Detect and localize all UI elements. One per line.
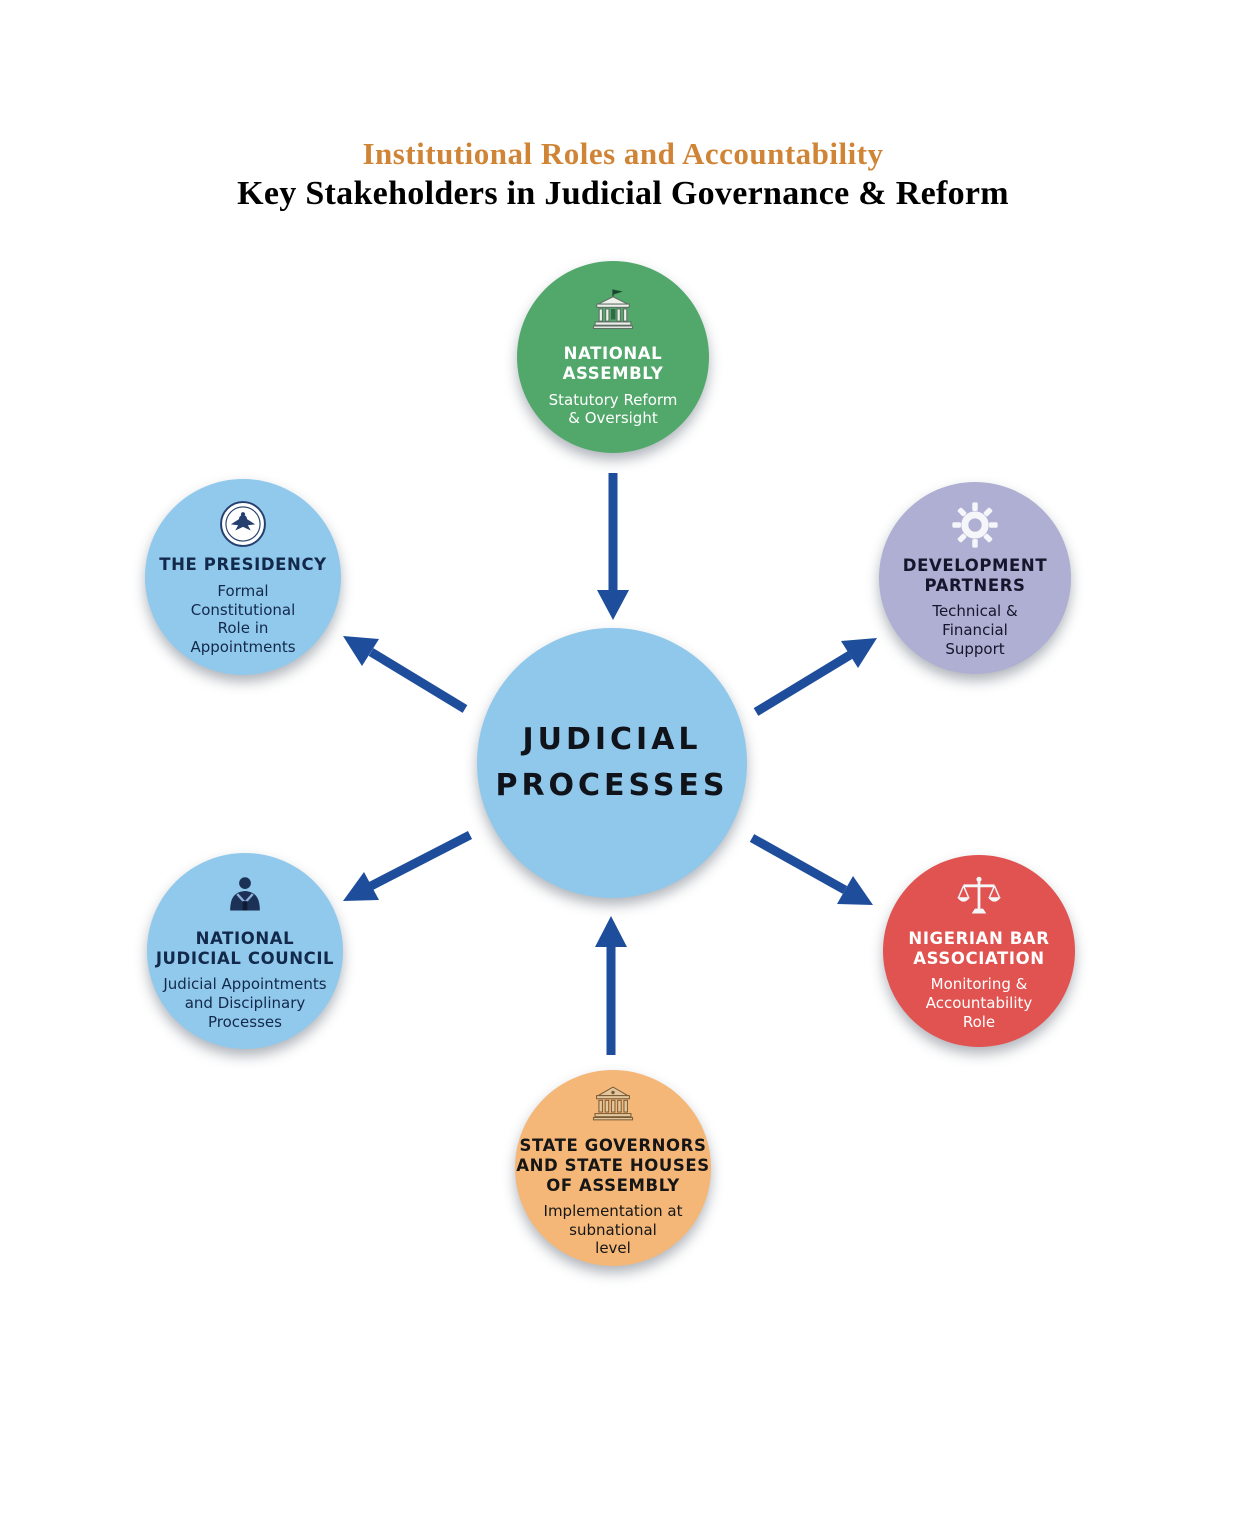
- node-role: Monitoring & Accountability Role: [925, 975, 1033, 1031]
- page-subtitle: Key Stakeholders in Judicial Governance …: [237, 175, 1009, 212]
- center-label: JUDICIAL PROCESSES: [495, 721, 729, 804]
- node-title: DEVELOPMENT PARTNERS: [902, 555, 1048, 595]
- node-the-presidency: THE PRESIDENCY Formal Constitutional Rol…: [145, 479, 341, 675]
- node-development-partners: DEVELOPMENT PARTNERS Technical & Financi…: [879, 482, 1071, 674]
- arrow-state-governors-to-center: [595, 916, 627, 1055]
- node-role: Statutory Reform & Oversight: [548, 390, 678, 428]
- node-national-assembly: NATIONAL ASSEMBLY Statutory Reform & Ove…: [517, 261, 709, 453]
- node-state-governors: STATE GOVERNORS AND STATE HOUSES OF ASSE…: [515, 1070, 711, 1266]
- title-block: Institutional Roles and Accountability K…: [0, 136, 1246, 213]
- node-title: STATE GOVERNORS AND STATE HOUSES OF ASSE…: [516, 1135, 710, 1195]
- node-role: Technical & Financial Support: [932, 602, 1018, 658]
- node-national-judicial-council: NATIONAL JUDICIAL COUNCIL Judicial Appoi…: [147, 853, 343, 1049]
- node-role: Formal Constitutional Role in Appointmen…: [190, 582, 296, 656]
- page-title: Institutional Roles and Accountability: [362, 136, 884, 171]
- node-role: Implementation at subnational level: [543, 1202, 683, 1258]
- node-judicial-processes: JUDICIAL PROCESSES: [477, 628, 747, 898]
- presidential-seal-icon: [217, 497, 269, 551]
- arrow-center-to-presidency: [343, 636, 468, 713]
- capitol-building-icon: [588, 1078, 638, 1132]
- parliament-building-icon: [587, 286, 639, 340]
- node-title: NIGERIAN BAR ASSOCIATION: [908, 928, 1050, 968]
- arrow-national-assembly-to-center: [597, 473, 629, 620]
- scales-of-justice-icon: [953, 871, 1005, 925]
- arrow-center-to-judicial-council: [343, 830, 473, 901]
- arrow-center-to-bar-association: [749, 834, 873, 905]
- node-title: NATIONAL ASSEMBLY: [562, 344, 664, 383]
- node-nigerian-bar-association: NIGERIAN BAR ASSOCIATION Monitoring & Ac…: [883, 855, 1075, 1047]
- node-role: Judicial Appointments and Disciplinary P…: [163, 975, 327, 1031]
- judge-icon: [220, 871, 270, 925]
- node-title: THE PRESIDENCY: [159, 555, 327, 575]
- arrow-center-to-development-partners: [753, 638, 877, 716]
- node-title: NATIONAL JUDICIAL COUNCIL: [155, 928, 335, 968]
- gear-icon: [950, 498, 1000, 552]
